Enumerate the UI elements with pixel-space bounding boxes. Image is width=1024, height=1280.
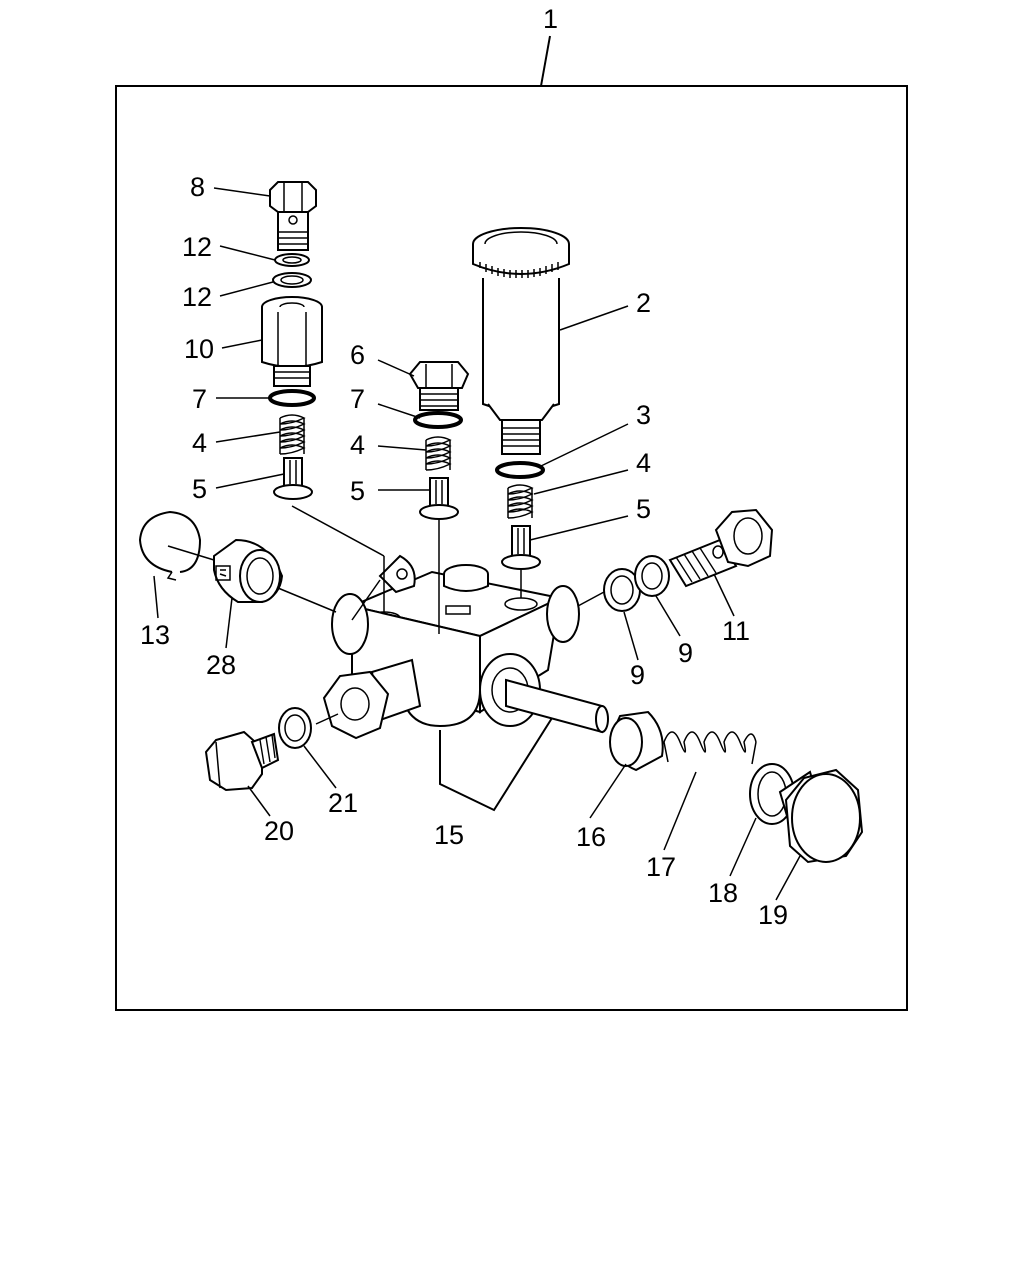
leader-7b <box>377 403 421 419</box>
leader-10 <box>221 339 263 349</box>
piston-16 <box>609 710 664 772</box>
callout-11: 11 <box>722 616 750 646</box>
valve-5-right <box>501 525 541 570</box>
callout-16: 16 <box>576 822 606 852</box>
plug-bolt-20 <box>204 730 280 792</box>
washer-9-outer <box>634 555 670 597</box>
banjo-bolt-11 <box>668 508 774 588</box>
leader-5a <box>215 473 285 489</box>
leader-15 <box>439 717 553 812</box>
leader-13 <box>153 575 159 619</box>
callout-6: 6 <box>350 340 365 370</box>
pump-body-15 <box>322 554 609 740</box>
spring-4-right <box>507 484 534 519</box>
leader-11 <box>713 573 735 617</box>
callout-13: 13 <box>140 620 170 650</box>
callout-20: 20 <box>264 816 294 846</box>
callout-5-middle: 5 <box>350 476 365 506</box>
callout-7-middle: 7 <box>350 384 365 414</box>
callout-10: 10 <box>184 334 214 364</box>
valve-5-middle <box>419 477 459 520</box>
leader-4c <box>533 469 629 495</box>
adapter-10 <box>261 296 323 387</box>
callout-17: 17 <box>646 852 676 882</box>
leader-6 <box>377 359 415 377</box>
callout-7-left: 7 <box>192 384 207 414</box>
washer-21 <box>278 707 312 749</box>
leader-16 <box>589 763 627 819</box>
fitting-28 <box>213 538 284 603</box>
callout-15: 15 <box>434 820 464 850</box>
callout-3: 3 <box>636 400 651 430</box>
leader-21 <box>303 745 337 789</box>
callout-2: 2 <box>636 288 651 318</box>
washer-12-lower <box>272 272 312 288</box>
callout-5-right: 5 <box>636 494 651 524</box>
callout-4-middle: 4 <box>350 430 365 460</box>
leader-9b <box>655 595 681 637</box>
leader-17 <box>663 771 697 851</box>
banjo-bolt-8 <box>269 181 317 251</box>
leader-9a <box>623 611 639 661</box>
callout-12-lower: 12 <box>182 282 212 312</box>
leader-3 <box>540 423 629 467</box>
callout-18: 18 <box>708 878 738 908</box>
callout-12-upper: 12 <box>182 232 212 262</box>
leader-28 <box>225 597 233 649</box>
leader-18 <box>729 817 757 877</box>
callout-9-inner: 9 <box>630 660 645 690</box>
callout-19: 19 <box>758 900 788 930</box>
leader-12b <box>219 281 274 297</box>
leader-4b <box>377 445 427 451</box>
valve-5-left <box>273 457 313 500</box>
callout-1: 1 <box>543 4 558 34</box>
callout-5-left: 5 <box>192 474 207 504</box>
assembly-frame <box>115 85 908 1011</box>
leader-4a <box>215 431 281 443</box>
centerline-left <box>291 505 385 557</box>
callout-8: 8 <box>190 172 205 202</box>
leader-20 <box>247 785 271 817</box>
o-ring-7-middle <box>413 411 463 429</box>
leader-1 <box>540 35 551 87</box>
plug-6 <box>408 361 470 411</box>
leader-8 <box>213 187 271 197</box>
callout-4-right: 4 <box>636 448 651 478</box>
washer-12-upper <box>274 253 310 267</box>
leader-5c <box>529 515 629 541</box>
o-ring-3 <box>495 461 545 479</box>
callout-4-left: 4 <box>192 428 207 458</box>
callout-28: 28 <box>206 650 236 680</box>
leader-19 <box>775 855 801 901</box>
spring-4-left <box>279 414 306 455</box>
spring-17 <box>663 731 757 765</box>
leader-12a <box>219 245 276 261</box>
plug-19 <box>778 768 864 864</box>
hand-primer-2 <box>472 227 570 455</box>
o-ring-7-left <box>268 389 316 407</box>
callout-21: 21 <box>328 788 358 818</box>
circlip-13 <box>138 510 202 573</box>
callout-9-outer: 9 <box>678 638 693 668</box>
spring-4-middle <box>425 436 452 471</box>
leader-2 <box>559 305 629 331</box>
